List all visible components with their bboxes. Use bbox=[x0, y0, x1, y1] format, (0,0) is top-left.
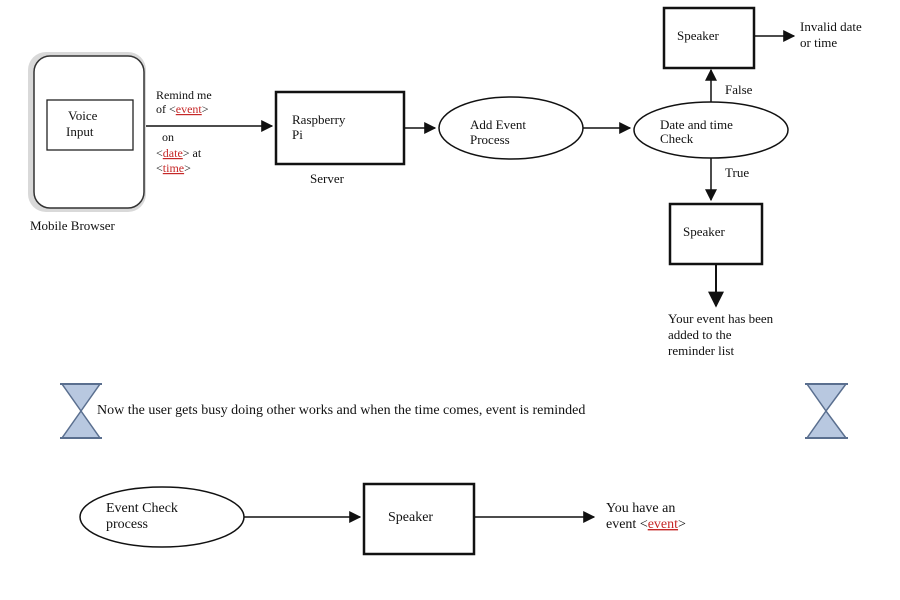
output-line-2: event <event> bbox=[606, 517, 686, 532]
added-line-1: Your event has been bbox=[668, 311, 774, 326]
raspberry-pi-label-2: Pi bbox=[292, 127, 303, 142]
false-label: False bbox=[725, 82, 753, 97]
speaker-mid-label: Speaker bbox=[683, 224, 726, 239]
banner-text: Now the user gets busy doing other works… bbox=[97, 403, 585, 418]
add-event-label-2: Process bbox=[470, 132, 510, 147]
output-line-1: You have an bbox=[606, 501, 675, 516]
request-line-2: of <event> bbox=[156, 102, 209, 116]
server-caption: Server bbox=[310, 171, 345, 186]
hourglass-right-icon bbox=[805, 383, 848, 439]
event-check-label-1: Event Check bbox=[106, 501, 178, 516]
date-check-label-2: Check bbox=[660, 131, 694, 146]
request-line-3: on bbox=[162, 130, 174, 144]
request-line-5: <time> bbox=[156, 161, 191, 175]
invalid-line-1: Invalid date bbox=[800, 19, 862, 34]
date-check-label-1: Date and time bbox=[660, 117, 733, 132]
mobile-browser-caption: Mobile Browser bbox=[30, 218, 116, 233]
hourglass-left-icon bbox=[60, 383, 102, 439]
speaker-top-label: Speaker bbox=[677, 28, 720, 43]
speaker-top-box bbox=[662, 6, 756, 70]
request-line-4: <date> at bbox=[156, 146, 202, 160]
added-line-3: reminder list bbox=[668, 343, 734, 358]
add-event-label-1: Add Event bbox=[470, 117, 526, 132]
event-check-label-2: process bbox=[106, 517, 148, 532]
raspberry-pi-label-1: Raspberry bbox=[292, 112, 346, 127]
speaker-bottom-box bbox=[362, 482, 476, 556]
voice-input-label-1: Voice bbox=[68, 108, 98, 123]
request-line-1: Remind me bbox=[156, 88, 212, 102]
voice-input-label-2: Input bbox=[66, 124, 94, 139]
voice-input-box bbox=[46, 99, 134, 151]
speaker-bottom-label: Speaker bbox=[388, 510, 433, 525]
true-label: True bbox=[725, 165, 749, 180]
event-check-process-node bbox=[79, 486, 245, 548]
invalid-line-2: or time bbox=[800, 35, 837, 50]
added-line-2: added to the bbox=[668, 327, 732, 342]
speaker-mid-box bbox=[668, 202, 764, 266]
